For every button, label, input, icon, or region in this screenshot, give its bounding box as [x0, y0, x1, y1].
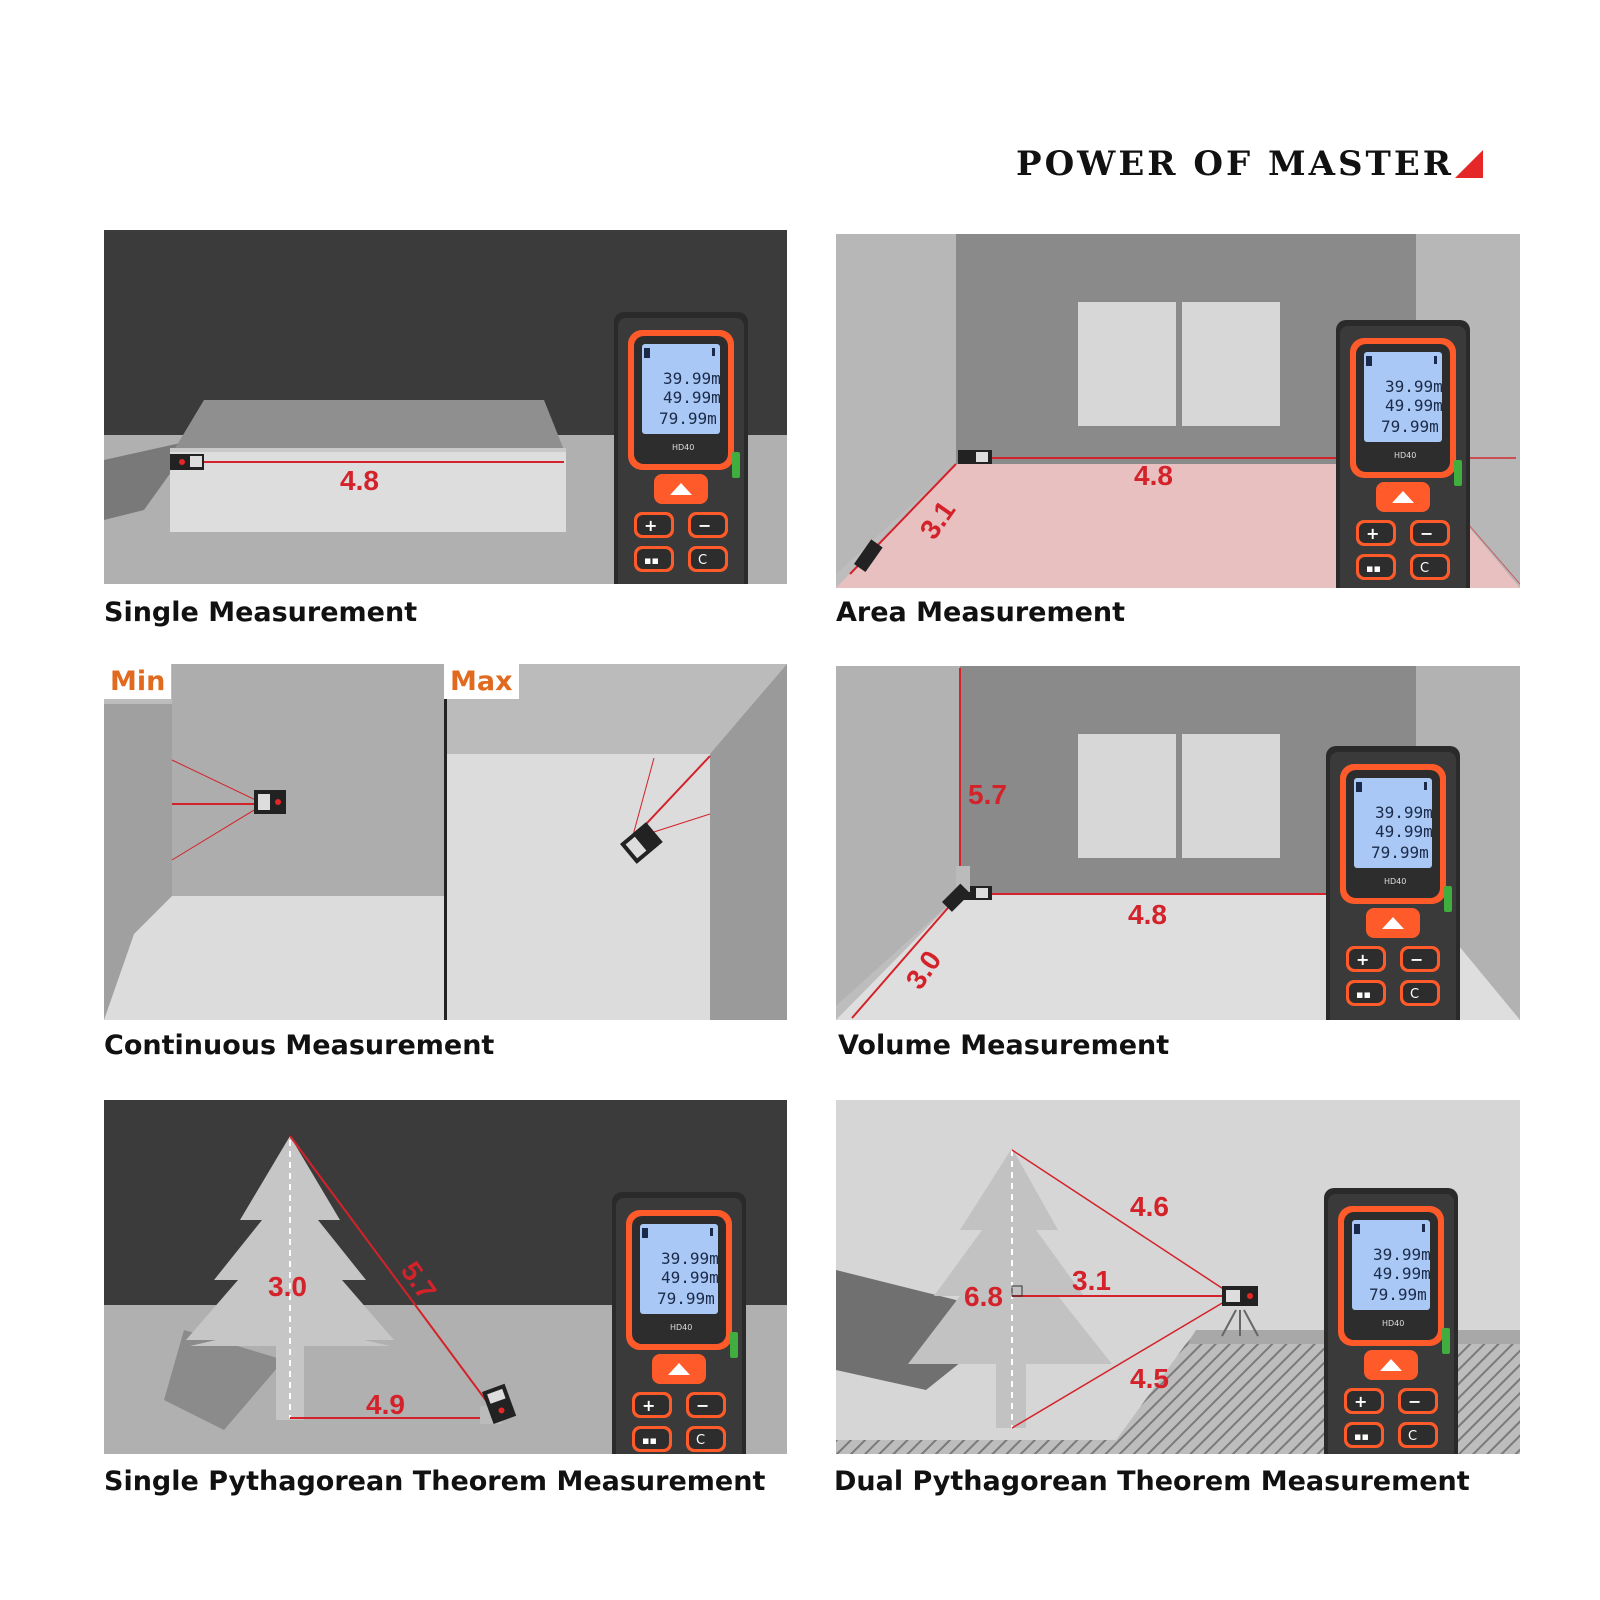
continuous-min-label: Min: [104, 664, 172, 699]
caption-continuous-measurement: Continuous Measurement: [104, 1030, 495, 1061]
caption-dual-pythagorean: Dual Pythagorean Theorem Measurement: [834, 1466, 1470, 1497]
panel-dual-pythagorean: 4.6 3.1 6.8 4.5 39.99m 49.99m 79.99m HD4…: [836, 1100, 1520, 1454]
caption-area-measurement: Area Measurement: [836, 597, 1126, 628]
caption-volume-measurement: Volume Measurement: [838, 1030, 1170, 1061]
brand-triangle-icon: [1455, 150, 1483, 178]
panel-single-pythagorean: 3.0 5.7 4.9 39.99m 49.99m 79.99m HD40: [104, 1100, 787, 1454]
brand-title: POWER OF MASTER: [1016, 144, 1455, 184]
panel-area-measurement: 4.8 3.1 39.99m 49.99m 79.99m HD40: [836, 234, 1520, 588]
panel-single-measurement: 4.8 39.99m 49.99m 79.99m HD40: [104, 230, 787, 584]
panel-volume-measurement: 5.7 4.8 3.0 39.99m 49.99m 79.99m HD40: [836, 666, 1520, 1020]
continuous-max-label: Max: [444, 664, 519, 699]
caption-single-pythagorean: Single Pythagorean Theorem Measurement: [104, 1466, 766, 1497]
panel-continuous-measurement: Min Max: [104, 664, 787, 1020]
caption-single-measurement: Single Measurement: [104, 597, 418, 628]
